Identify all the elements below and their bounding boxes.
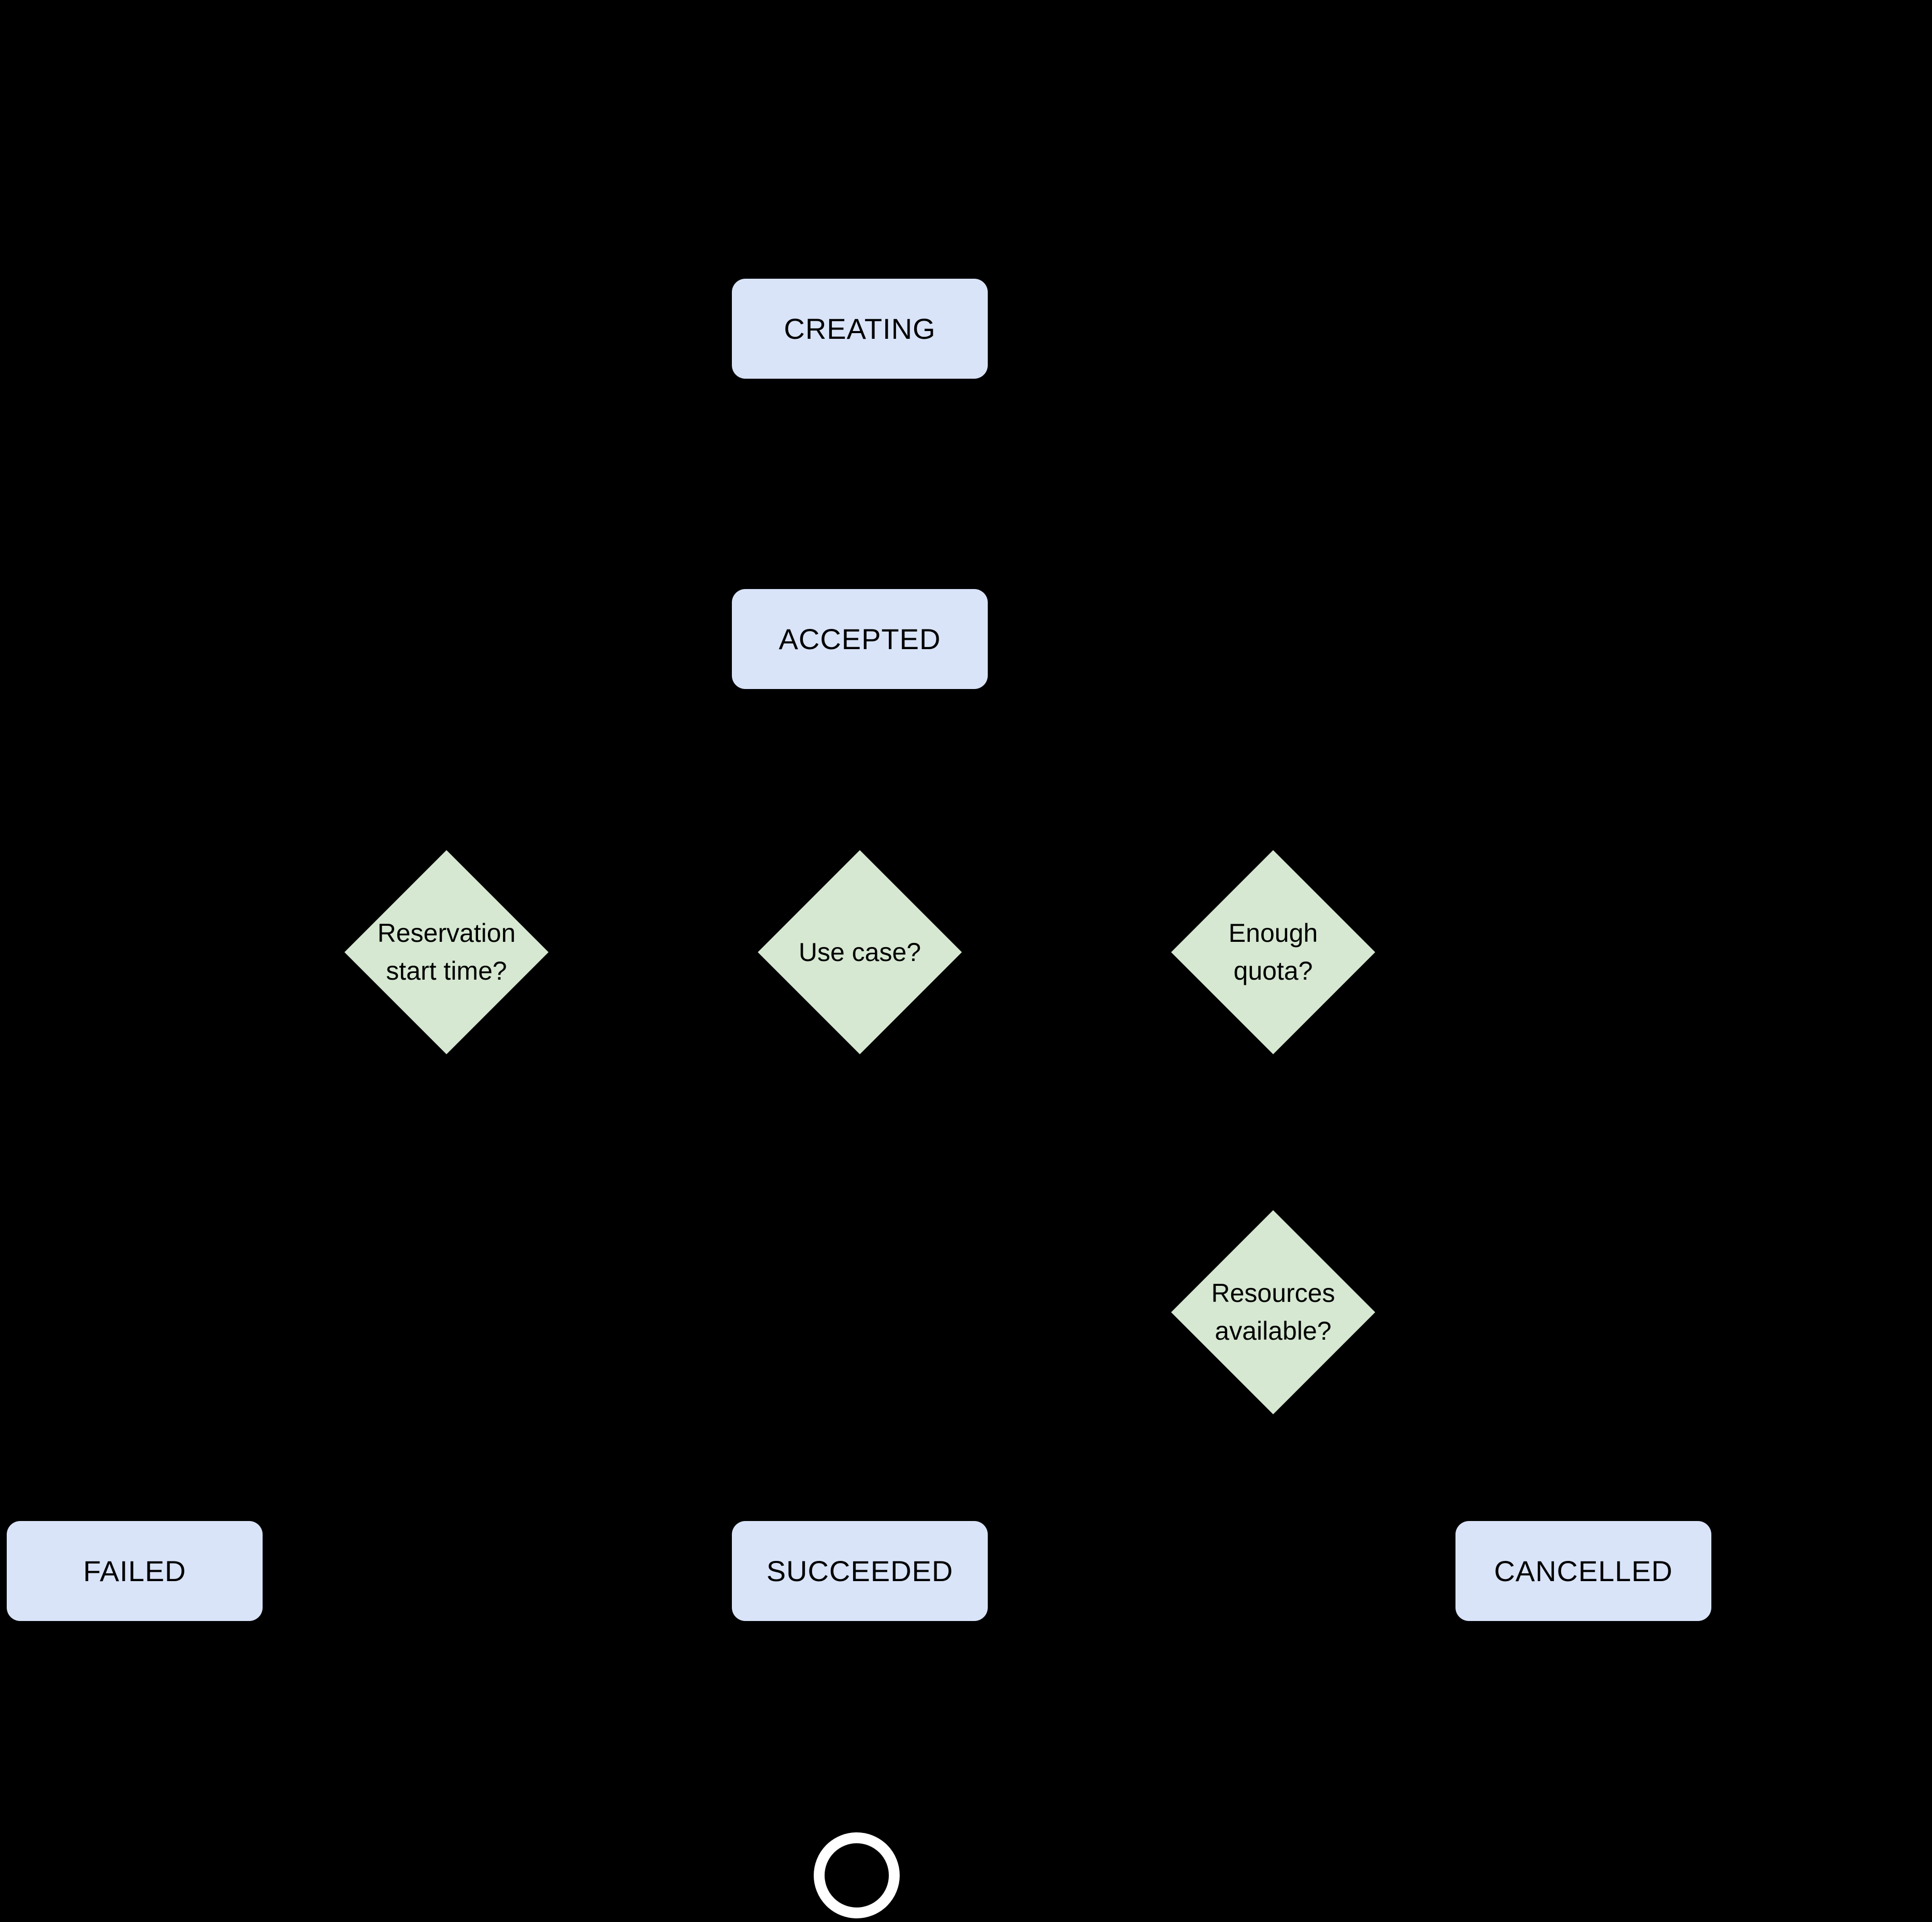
decision-enough-quota-line2: quota?: [1233, 956, 1313, 985]
state-creating: CREATING: [732, 279, 988, 379]
decision-enough-quota-line1: Enough: [1228, 919, 1318, 948]
decision-resources-available: Resources available?: [1171, 1210, 1375, 1414]
state-cancelled: CANCELLED: [1455, 1521, 1711, 1621]
state-accepted-label: ACCEPTED: [778, 623, 941, 655]
state-failed: FAILED: [7, 1521, 263, 1621]
state-succeeded: SUCCEEDED: [732, 1521, 988, 1621]
decision-reservation-start-time-line2: start time?: [386, 956, 507, 985]
end-state-ring-icon: [814, 1832, 900, 1918]
decision-resources-available-line2: available?: [1215, 1316, 1332, 1345]
decision-enough-quota: Enough quota?: [1171, 850, 1375, 1054]
state-accepted: ACCEPTED: [732, 589, 988, 689]
state-cancelled-label: CANCELLED: [1494, 1555, 1673, 1587]
state-succeeded-label: SUCCEEDED: [766, 1555, 954, 1587]
decision-use-case-line1: Use case?: [798, 937, 921, 967]
decision-reservation-start-time: Reservation start time?: [344, 850, 549, 1054]
state-creating-label: CREATING: [784, 312, 936, 345]
decision-resources-available-line1: Resources: [1211, 1279, 1335, 1308]
decision-reservation-start-time-line1: Reservation: [377, 919, 516, 948]
state-failed-label: FAILED: [83, 1555, 186, 1587]
decision-use-case: Use case?: [758, 850, 962, 1054]
